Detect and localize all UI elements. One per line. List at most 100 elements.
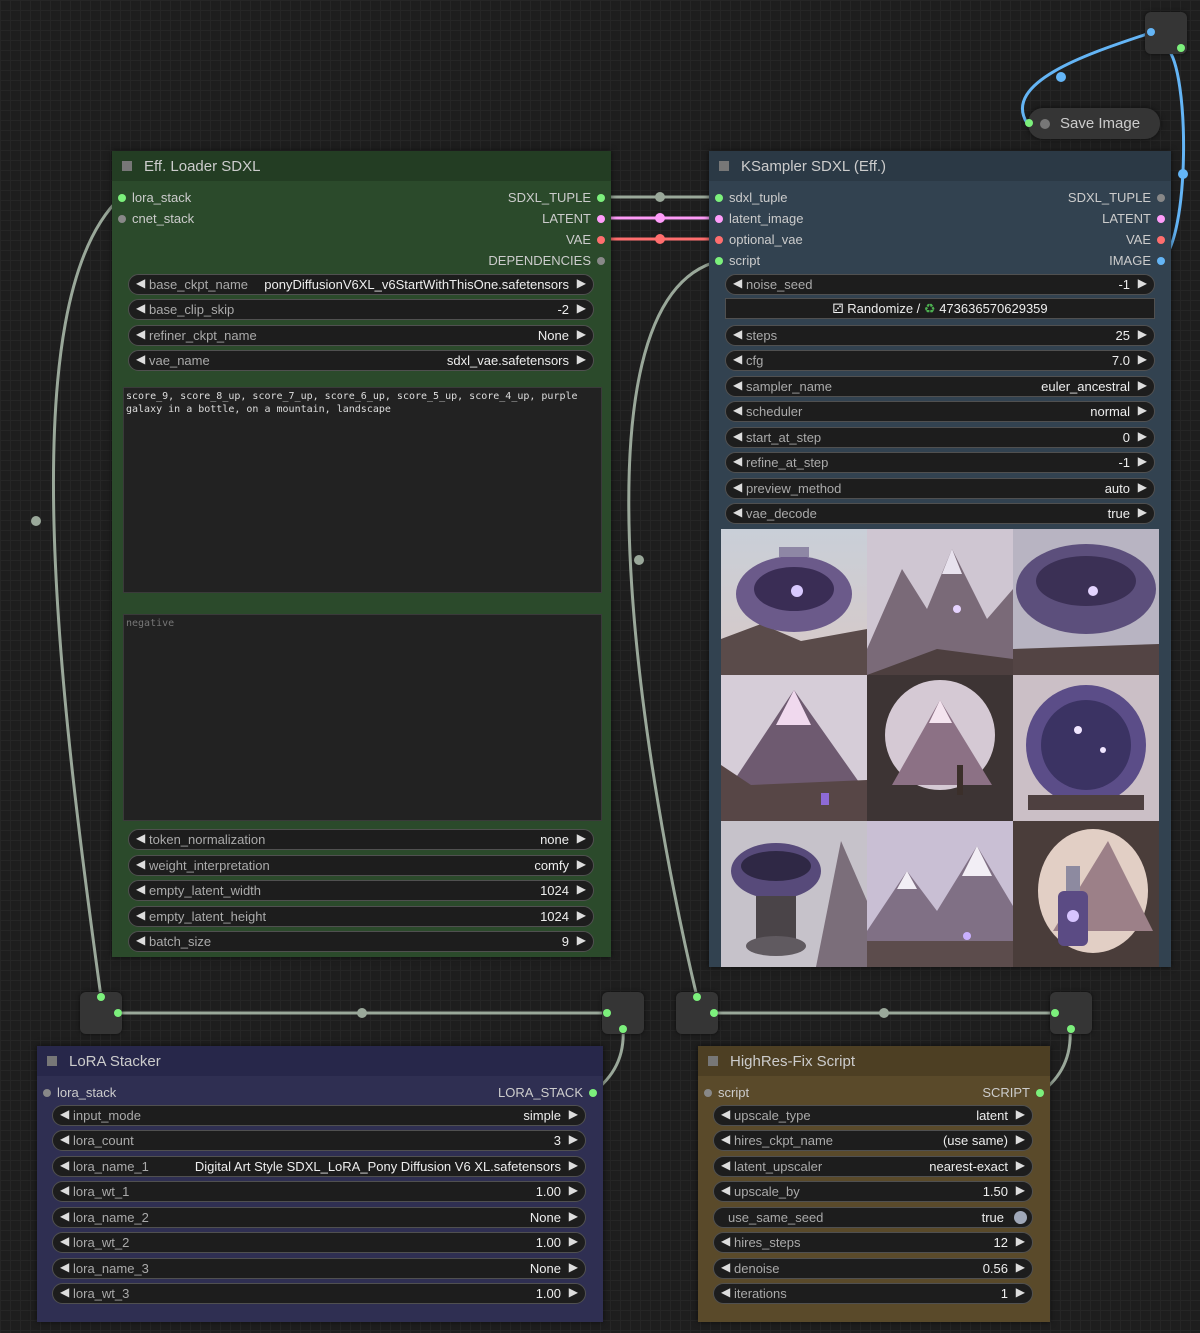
increment-arrow-icon[interactable]: ▶ [1015,1132,1025,1146]
reroute-node[interactable] [676,992,718,1034]
preview-image[interactable] [867,821,1013,967]
reroute-node[interactable] [1145,12,1187,54]
increment-arrow-icon[interactable]: ▶ [1137,480,1147,494]
increment-arrow-icon[interactable]: ▶ [1137,276,1147,290]
widget-hires-steps[interactable]: ◀ hires_steps 12 ▶ [713,1232,1033,1253]
widget-lora-wt-2[interactable]: ◀ lora_wt_2 1.00 ▶ [52,1232,586,1253]
collapse-dot-icon[interactable] [1040,119,1050,129]
save-image-node[interactable]: Save Image [1025,108,1160,139]
decrement-arrow-icon[interactable]: ◀ [733,352,743,366]
increment-arrow-icon[interactable]: ▶ [1015,1158,1025,1172]
widget-batch-size[interactable]: ◀ batch_size 9 ▶ [128,931,594,952]
increment-arrow-icon[interactable]: ▶ [1137,505,1147,519]
decrement-arrow-icon[interactable]: ◀ [733,505,743,519]
widget-lora-wt-3[interactable]: ◀ lora_wt_3 1.00 ▶ [52,1283,586,1304]
widget-noise-seed[interactable]: ◀ noise_seed -1 ▶ [725,274,1155,295]
decrement-arrow-icon[interactable]: ◀ [733,429,743,443]
increment-arrow-icon[interactable]: ▶ [576,831,586,845]
vae-input-dot[interactable] [715,236,723,244]
increment-arrow-icon[interactable]: ▶ [1137,403,1147,417]
lora-stacker-node[interactable]: LoRA Stacker lora_stack LORA_STACK ◀ inp… [37,1046,603,1322]
sdxl-tuple-input-dot[interactable] [715,194,723,202]
increment-arrow-icon[interactable]: ▶ [1015,1260,1025,1274]
latent-input-dot[interactable] [715,215,723,223]
increment-arrow-icon[interactable]: ▶ [576,857,586,871]
increment-arrow-icon[interactable]: ▶ [576,327,586,341]
decrement-arrow-icon[interactable]: ◀ [60,1260,70,1274]
script-input-dot[interactable] [715,257,723,265]
widget-lora-count[interactable]: ◀ lora_count 3 ▶ [52,1130,586,1151]
widget-input-mode[interactable]: ◀ input_mode simple ▶ [52,1105,586,1126]
preview-image[interactable] [1013,529,1159,675]
save-image-input-dot[interactable] [1025,119,1033,127]
sdxl-tuple-output-dot[interactable] [1157,194,1165,202]
decrement-arrow-icon[interactable]: ◀ [136,831,146,845]
decrement-arrow-icon[interactable]: ◀ [733,276,743,290]
negative-prompt-textarea[interactable]: negative [123,614,602,821]
preview-image[interactable] [721,821,867,967]
cnet-stack-input-dot[interactable] [118,215,126,223]
randomize-seed-button[interactable]: ⚂ Randomize / ♻ 473636570629359 [725,298,1155,319]
widget-steps[interactable]: ◀ steps 25 ▶ [725,325,1155,346]
decrement-arrow-icon[interactable]: ◀ [733,454,743,468]
widget-hires-ckpt-name[interactable]: ◀ hires_ckpt_name (use same) ▶ [713,1130,1033,1151]
node-title-bar[interactable]: HighRes-Fix Script [698,1046,1050,1076]
increment-arrow-icon[interactable]: ▶ [576,908,586,922]
decrement-arrow-icon[interactable]: ◀ [733,480,743,494]
collapse-icon[interactable] [719,161,729,171]
decrement-arrow-icon[interactable]: ◀ [60,1234,70,1248]
widget-latent-upscaler[interactable]: ◀ latent_upscaler nearest-exact ▶ [713,1156,1033,1177]
collapse-icon[interactable] [47,1056,57,1066]
vae-output-dot[interactable] [597,236,605,244]
widget-lora-wt-1[interactable]: ◀ lora_wt_1 1.00 ▶ [52,1181,586,1202]
widget-start-at-step[interactable]: ◀ start_at_step 0 ▶ [725,427,1155,448]
decrement-arrow-icon[interactable]: ◀ [136,933,146,947]
widget-sampler-name[interactable]: ◀ sampler_name euler_ancestral ▶ [725,376,1155,397]
lora-stack-input-dot[interactable] [43,1089,51,1097]
preview-image[interactable] [1013,821,1159,967]
decrement-arrow-icon[interactable]: ◀ [136,882,146,896]
node-title-bar[interactable]: LoRA Stacker [37,1046,603,1076]
decrement-arrow-icon[interactable]: ◀ [60,1209,70,1223]
reroute-node[interactable] [602,992,644,1034]
increment-arrow-icon[interactable]: ▶ [1015,1183,1025,1197]
sdxl-tuple-output-dot[interactable] [597,194,605,202]
widget-vae-decode[interactable]: ◀ vae_decode true ▶ [725,503,1155,524]
decrement-arrow-icon[interactable]: ◀ [733,403,743,417]
script-output-dot[interactable] [1036,1089,1044,1097]
widget-preview-method[interactable]: ◀ preview_method auto ▶ [725,478,1155,499]
preview-image[interactable] [721,675,867,821]
widget-weight-interpretation[interactable]: ◀ weight_interpretation comfy ▶ [128,855,594,876]
increment-arrow-icon[interactable]: ▶ [576,276,586,290]
decrement-arrow-icon[interactable]: ◀ [136,908,146,922]
increment-arrow-icon[interactable]: ▶ [568,1158,578,1172]
reroute-node[interactable] [80,992,122,1034]
ksampler-node[interactable]: KSampler SDXL (Eff.) sdxl_tuple SDXL_TUP… [709,151,1171,967]
increment-arrow-icon[interactable]: ▶ [1015,1285,1025,1299]
decrement-arrow-icon[interactable]: ◀ [60,1285,70,1299]
widget-refiner-ckpt-name[interactable]: ◀ refiner_ckpt_name None ▶ [128,325,594,346]
widget-lora-name-1[interactable]: ◀ lora_name_1 Digital Art Style SDXL_LoR… [52,1156,586,1177]
lora-stack-output-dot[interactable] [589,1089,597,1097]
vae-output-dot[interactable] [1157,236,1165,244]
preview-image[interactable] [867,675,1013,821]
decrement-arrow-icon[interactable]: ◀ [721,1234,731,1248]
increment-arrow-icon[interactable]: ▶ [568,1260,578,1274]
increment-arrow-icon[interactable]: ▶ [1015,1107,1025,1121]
reroute-node[interactable] [1050,992,1092,1034]
widget-base-clip-skip[interactable]: ◀ base_clip_skip -2 ▶ [128,299,594,320]
decrement-arrow-icon[interactable]: ◀ [60,1183,70,1197]
node-title-bar[interactable]: Eff. Loader SDXL [112,151,611,181]
widget-empty-latent-width[interactable]: ◀ empty_latent_width 1024 ▶ [128,880,594,901]
preview-image[interactable] [1013,675,1159,821]
increment-arrow-icon[interactable]: ▶ [576,933,586,947]
dependencies-output-dot[interactable] [597,257,605,265]
increment-arrow-icon[interactable]: ▶ [1137,429,1147,443]
increment-arrow-icon[interactable]: ▶ [1137,352,1147,366]
lora-stack-input-dot[interactable] [118,194,126,202]
increment-arrow-icon[interactable]: ▶ [1137,454,1147,468]
decrement-arrow-icon[interactable]: ◀ [721,1158,731,1172]
widget-lora-name-2[interactable]: ◀ lora_name_2 None ▶ [52,1207,586,1228]
decrement-arrow-icon[interactable]: ◀ [60,1132,70,1146]
widget-base-ckpt-name[interactable]: ◀ base_ckpt_name ponyDiffusionV6XL_v6Sta… [128,274,594,295]
